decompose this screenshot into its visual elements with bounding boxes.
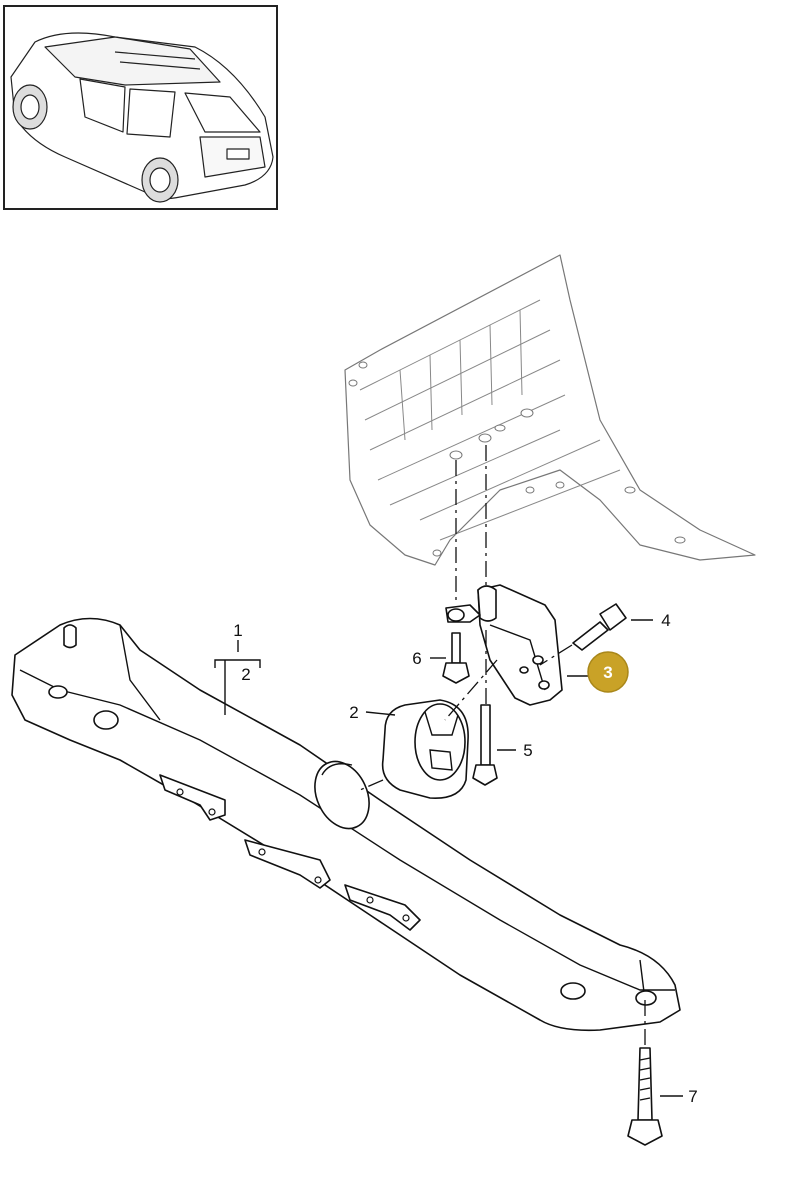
bolt-6 xyxy=(442,632,470,684)
bolt-7 xyxy=(627,1047,663,1146)
crossmember-bushing xyxy=(314,760,370,830)
rubber-mount xyxy=(381,699,469,799)
leader-lines xyxy=(214,619,683,1097)
bolt-5 xyxy=(472,704,498,786)
callout-3[interactable]: 3 xyxy=(603,663,612,682)
callout-2-bracket: 2 xyxy=(241,665,250,684)
transmission-housing xyxy=(344,254,756,566)
transmission-bracket xyxy=(445,584,563,706)
callout-4: 4 xyxy=(661,611,670,630)
callout-1: 1 xyxy=(233,621,242,640)
suv-vehicle-icon xyxy=(10,32,274,203)
callout-7: 7 xyxy=(688,1087,697,1106)
bolt-4 xyxy=(572,603,627,651)
assembly-axes xyxy=(359,445,646,1045)
callout-6: 6 xyxy=(412,649,421,668)
callout-5: 5 xyxy=(523,741,532,760)
highlight-badge[interactable] xyxy=(587,651,629,693)
callout-2: 2 xyxy=(349,703,358,722)
vehicle-thumbnail xyxy=(3,5,278,210)
